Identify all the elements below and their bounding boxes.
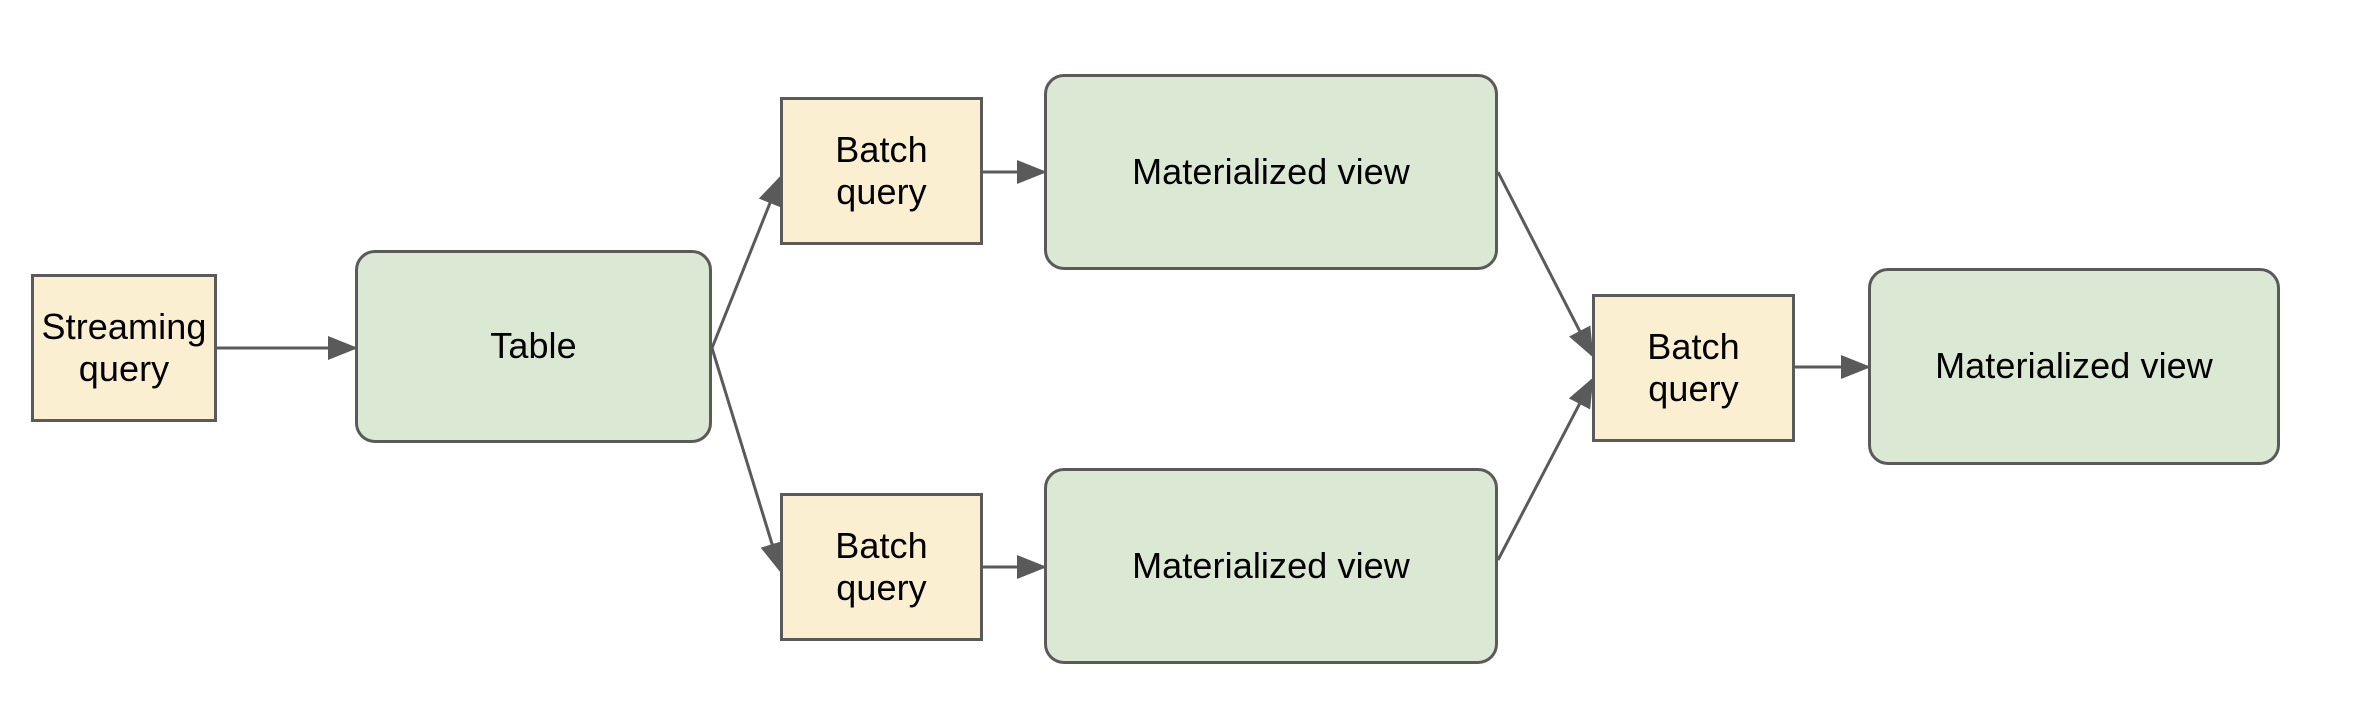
node-label: Materialized view — [1935, 345, 2213, 387]
node-batch-query-join[interactable]: Batch query — [1592, 294, 1795, 442]
node-batch-query-bottom[interactable]: Batch query — [780, 493, 983, 641]
node-materialized-view-top[interactable]: Materialized view — [1044, 74, 1498, 270]
node-label: Table — [490, 325, 577, 367]
edge-materialized-view-top-to-batch-query-join — [1496, 171, 1594, 358]
node-label: Streaming query — [41, 305, 207, 389]
node-streaming-query[interactable]: Streaming query — [31, 274, 217, 422]
node-batch-query-top[interactable]: Batch query — [780, 97, 983, 245]
node-label: Batch query — [835, 128, 928, 212]
node-materialized-view-final[interactable]: Materialized view — [1868, 268, 2280, 465]
edge-materialized-view-bottom-to-batch-query-join — [1496, 377, 1594, 561]
node-label: Batch query — [1647, 325, 1740, 409]
node-label: Batch query — [835, 524, 928, 608]
edge-table-to-batch-query-top — [710, 175, 782, 349]
node-label: Materialized view — [1132, 544, 1410, 586]
node-materialized-view-bottom[interactable]: Materialized view — [1044, 468, 1498, 664]
node-label: Materialized view — [1132, 150, 1410, 192]
edge-table-to-batch-query-bottom — [710, 347, 784, 573]
node-table[interactable]: Table — [355, 250, 712, 443]
